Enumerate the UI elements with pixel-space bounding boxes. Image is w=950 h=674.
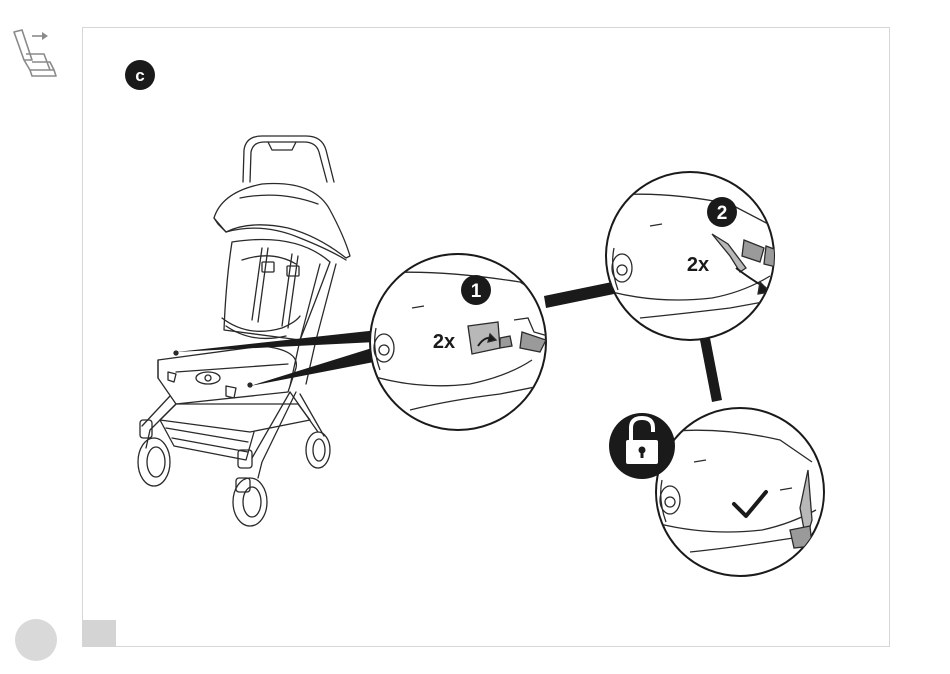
step-number-badge: 1 — [461, 275, 491, 305]
stroller-drawing — [138, 136, 350, 526]
detail-circle-step-1: 2x 1 — [370, 254, 548, 430]
step-number-badge: 2 — [707, 197, 737, 227]
svg-text:2x: 2x — [433, 331, 455, 353]
svg-text:c: c — [135, 66, 144, 85]
page-number-placeholder — [15, 619, 57, 661]
svg-text:2: 2 — [717, 203, 728, 224]
section-badge: c — [125, 60, 155, 90]
svg-text:2x: 2x — [687, 254, 709, 276]
unlock-icon — [609, 413, 675, 479]
footer-marker — [82, 620, 116, 647]
callout-pointer — [176, 330, 378, 386]
detail-circle-result — [656, 408, 824, 576]
svg-text:1: 1 — [471, 281, 482, 302]
connector-1-2 — [544, 282, 614, 308]
connector-2-3 — [700, 338, 722, 402]
detail-circle-step-2: 2x 2 — [606, 172, 782, 340]
